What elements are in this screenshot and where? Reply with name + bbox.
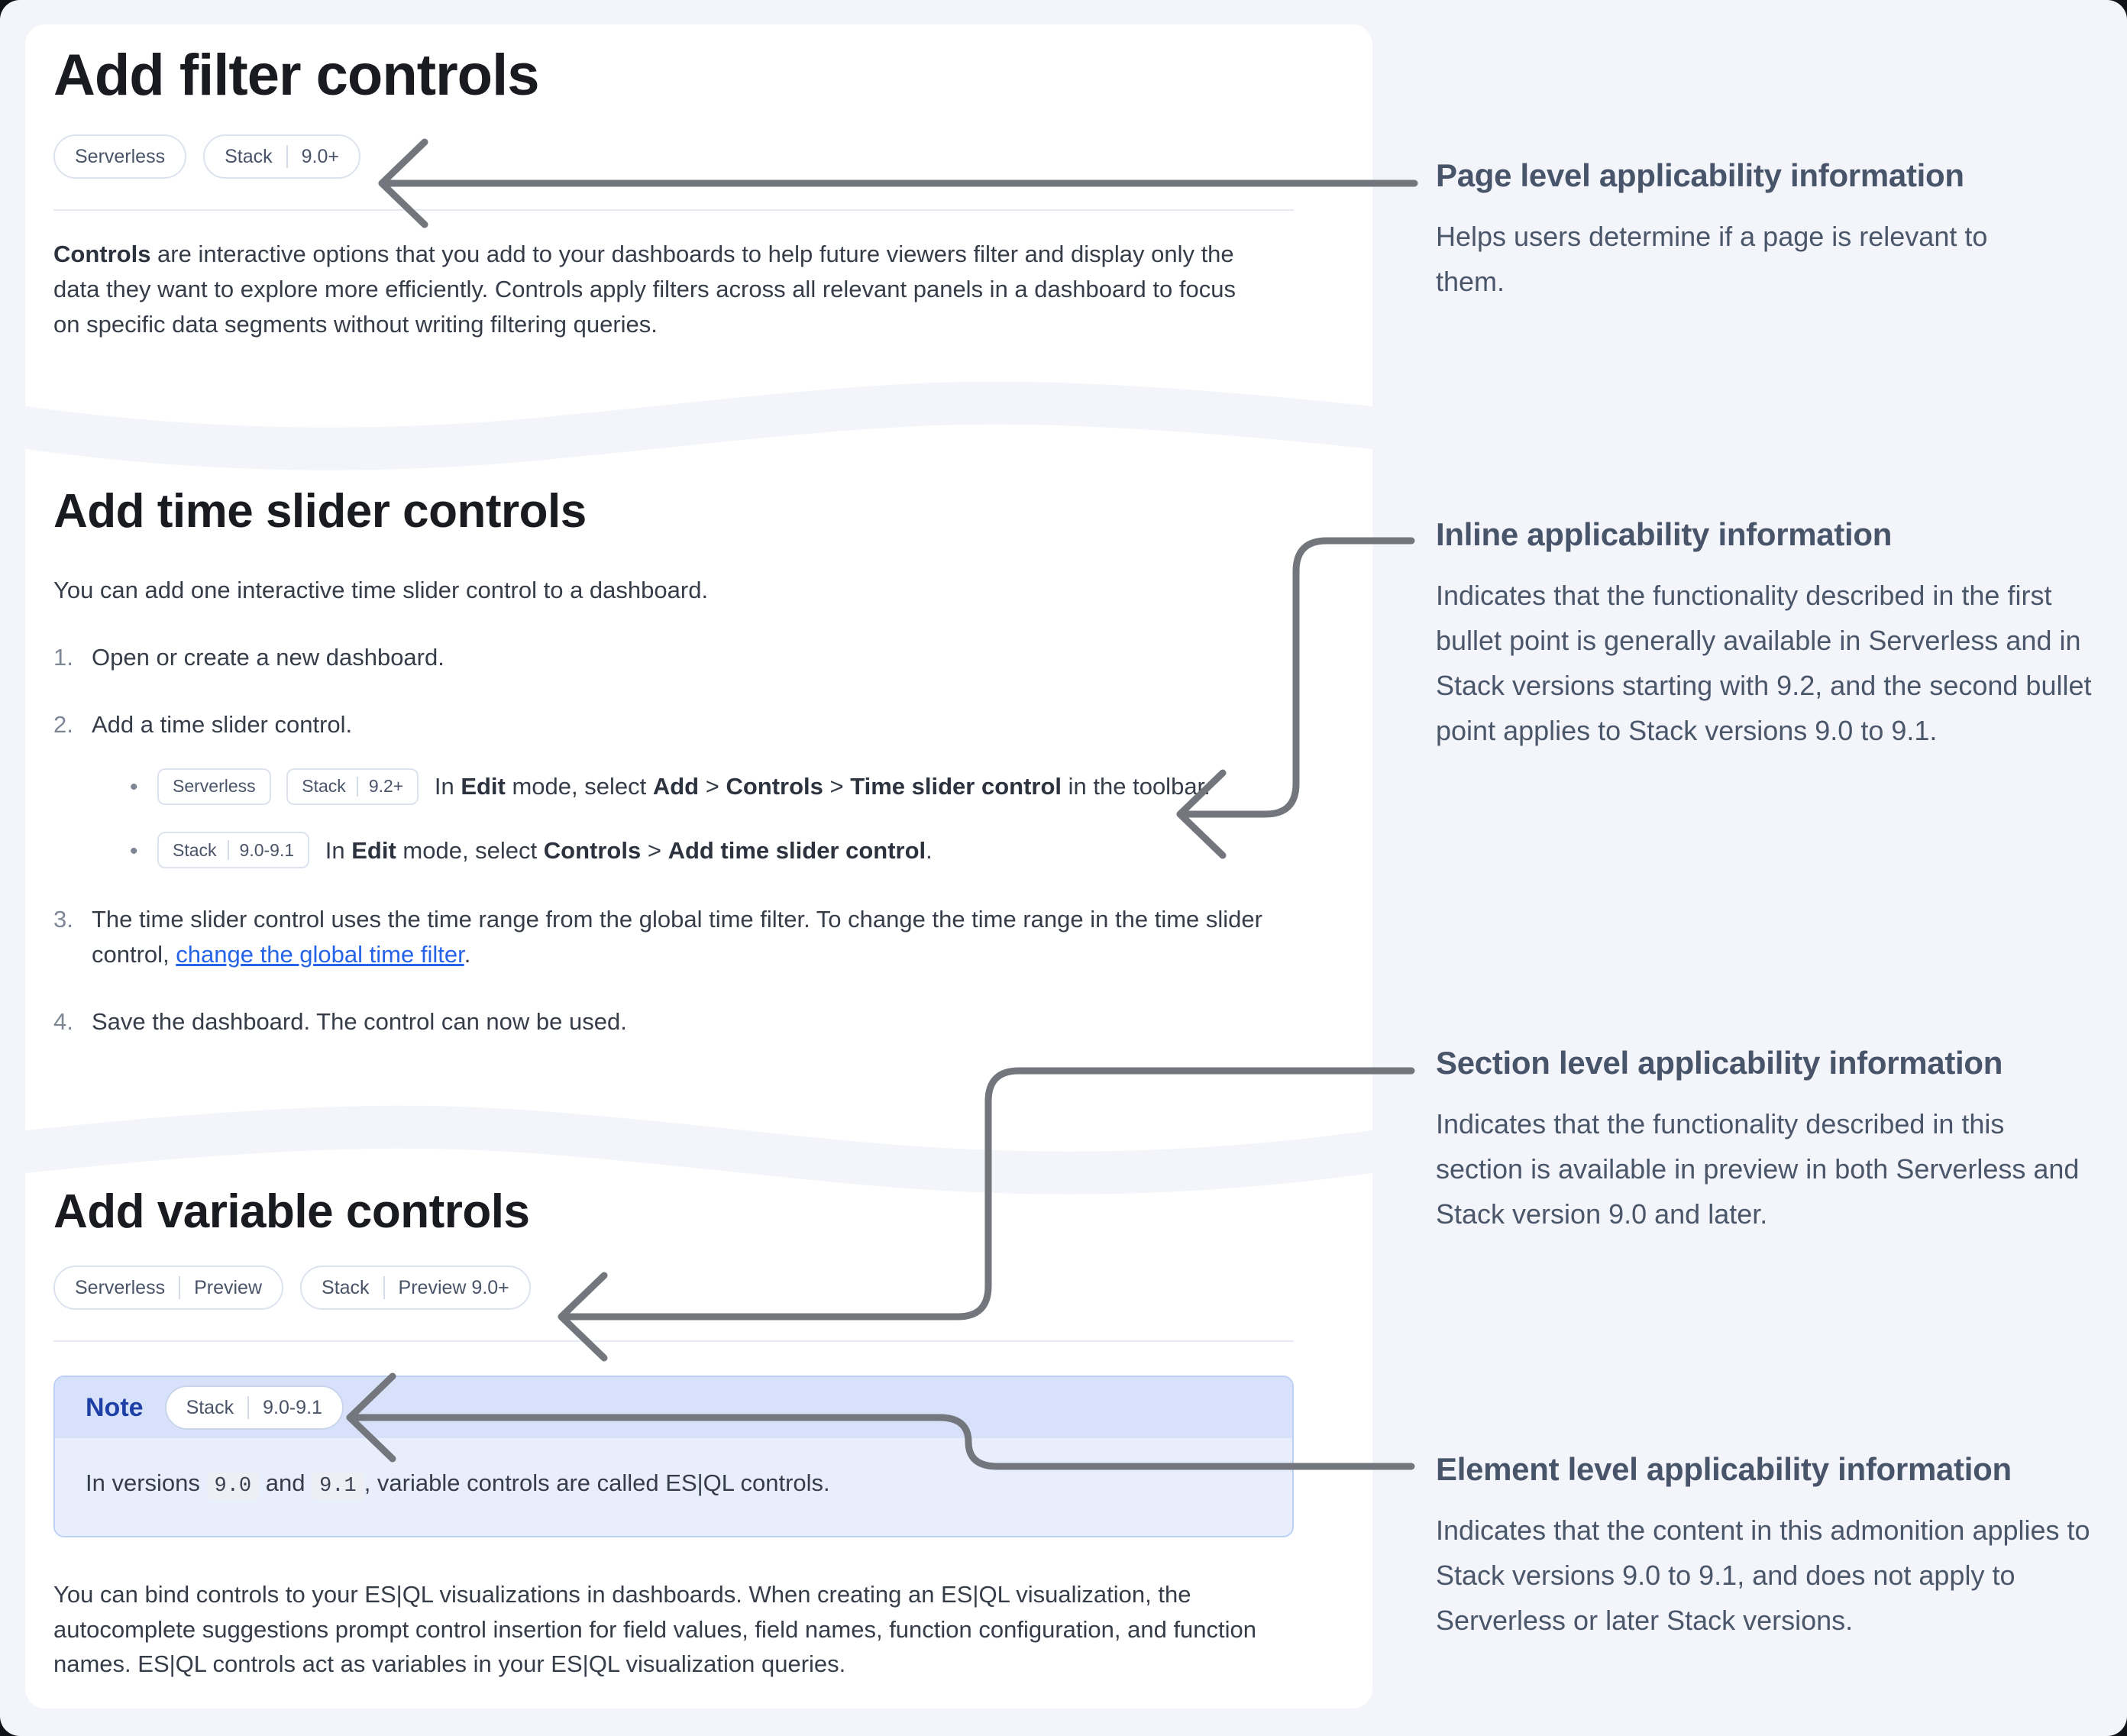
bold-text: Controls: [543, 836, 642, 864]
badge-part: Preview: [194, 1276, 263, 1298]
section-title: Add time slider controls: [53, 485, 587, 538]
annotation-section-level: Section level applicability information …: [1436, 1045, 2093, 1237]
bold-text: Add time slider control: [668, 836, 926, 864]
badge-divider: [383, 1276, 385, 1300]
bullet-item: Stack 9.0-9.1 In Edit mode, select Contro…: [124, 832, 1283, 871]
step-item: Add a time slider control. Serverless St…: [53, 707, 1283, 871]
bullet-text: In Edit mode, select Add > Controls > Ti…: [434, 772, 1211, 800]
annotation-body: Indicates that the functionality describ…: [1436, 580, 2092, 746]
section-add-time-slider-controls: Add time slider controls You can add one…: [53, 485, 1294, 1039]
inline-code: 9.0: [206, 1473, 260, 1501]
serverless-badge[interactable]: Serverless: [157, 768, 271, 805]
badge-part: Preview 9.0+: [398, 1276, 509, 1298]
annotation-body: Indicates that the functionality describ…: [1436, 1108, 2080, 1230]
stack-version-badge[interactable]: Stack 9.0-9.1: [164, 1385, 344, 1431]
closing-paragraph: You can bind controls to your ES|QL visu…: [53, 1580, 1257, 1678]
bold-text: Controls: [726, 772, 823, 800]
annotation-body: Indicates that the content in this admon…: [1436, 1515, 2090, 1636]
serverless-badge[interactable]: Serverless: [53, 134, 187, 179]
steps-list: Open or create a new dashboard. Add a ti…: [53, 640, 1294, 1039]
badge-part: 9.0+: [301, 145, 339, 167]
bullet-item: Serverless Stack 9.2+ In Edit mode, selec…: [124, 768, 1283, 807]
section-applicability-badges: Serverless Preview Stack Preview 9.0+: [53, 1266, 1294, 1311]
annotation-title: Element level applicability information: [1436, 1451, 2012, 1487]
badge-part: Stack: [302, 775, 346, 796]
step-item: Save the dashboard. The control can now …: [53, 1004, 1283, 1039]
intro-paragraph: Controls are interactive options that yo…: [53, 241, 1236, 338]
section-add-filter-controls: Add filter controls Serverless Stack 9.0+…: [53, 44, 1294, 342]
bold-text: Edit: [461, 772, 506, 800]
stack-preview-badge[interactable]: Stack Preview 9.0+: [300, 1266, 531, 1311]
divider-rule: [53, 209, 1294, 212]
note-header: Note Stack 9.0-9.1: [55, 1377, 1292, 1439]
badge-part: 9.0-9.1: [263, 1396, 322, 1418]
badge-part: Serverless: [75, 1276, 166, 1298]
step-text: Open or create a new dashboard.: [92, 644, 444, 671]
badge-part: Stack: [186, 1396, 234, 1418]
stack-version-badge[interactable]: Stack 9.0+: [203, 134, 360, 179]
bullet-text: In Edit mode, select Controls > Add time…: [325, 836, 933, 864]
step-item: Open or create a new dashboard.: [53, 640, 1283, 675]
stack-version-badge[interactable]: Stack 9.0-9.1: [157, 832, 310, 869]
badge-part: Stack: [322, 1276, 370, 1298]
badge-part: 9.0-9.1: [239, 839, 295, 860]
note-admonition: Note Stack 9.0-9.1 In versions 9.0 and 9.…: [53, 1376, 1294, 1537]
inline-code: 9.1: [312, 1473, 364, 1501]
bold-text: Add: [652, 772, 700, 800]
step-text: Add a time slider control.: [92, 710, 353, 738]
annotation-inline-level: Inline applicability information Indicat…: [1436, 516, 2093, 753]
stack-version-badge[interactable]: Stack 9.2+: [286, 768, 419, 805]
section-intro: You can add one interactive time slider …: [53, 577, 709, 604]
badge-divider: [356, 776, 358, 797]
badge-part: Stack: [225, 145, 273, 167]
annotation-title: Section level applicability information: [1436, 1045, 2003, 1081]
step-item: The time slider control uses the time ra…: [53, 902, 1283, 972]
annotation-element-level: Element level applicability information …: [1436, 1451, 2093, 1643]
global-time-filter-link[interactable]: change the global time filter: [176, 941, 464, 968]
bold-text: Controls: [53, 241, 151, 268]
annotation-body: Helps users determine if a page is relev…: [1436, 221, 1988, 297]
page-applicability-badges: Serverless Stack 9.0+: [53, 134, 1294, 179]
note-body: In versions 9.0 and 9.1, variable contro…: [55, 1438, 1292, 1536]
section-title: Add variable controls: [53, 1185, 530, 1238]
sub-bullets: Serverless Stack 9.2+ In Edit mode, selec…: [92, 768, 1283, 871]
annotation-title: Inline applicability information: [1436, 516, 1893, 552]
divider-rule: [53, 1340, 1294, 1343]
bold-text: Time slider control: [850, 772, 1062, 800]
badge-divider: [247, 1396, 250, 1420]
step-text: The time slider control uses the time ra…: [92, 906, 1262, 968]
bold-text: Edit: [351, 836, 396, 864]
badge-divider: [286, 145, 288, 169]
badge-part: Serverless: [173, 775, 256, 796]
badge-part: Stack: [173, 839, 217, 860]
badge-part: Serverless: [75, 145, 166, 167]
serverless-preview-badge[interactable]: Serverless Preview: [53, 1266, 284, 1311]
page-title: Add filter controls: [53, 43, 539, 108]
step-text: Save the dashboard. The control can now …: [92, 1008, 627, 1036]
badge-divider: [179, 1276, 181, 1300]
annotation-page-level: Page level applicability information Hel…: [1436, 157, 2093, 304]
section-add-variable-controls: Add variable controls Serverless Preview …: [53, 1185, 1294, 1682]
badge-divider: [227, 840, 229, 861]
note-label: Note: [86, 1392, 144, 1422]
badge-part: 9.2+: [368, 775, 404, 796]
annotation-title: Page level applicability information: [1436, 157, 1964, 193]
